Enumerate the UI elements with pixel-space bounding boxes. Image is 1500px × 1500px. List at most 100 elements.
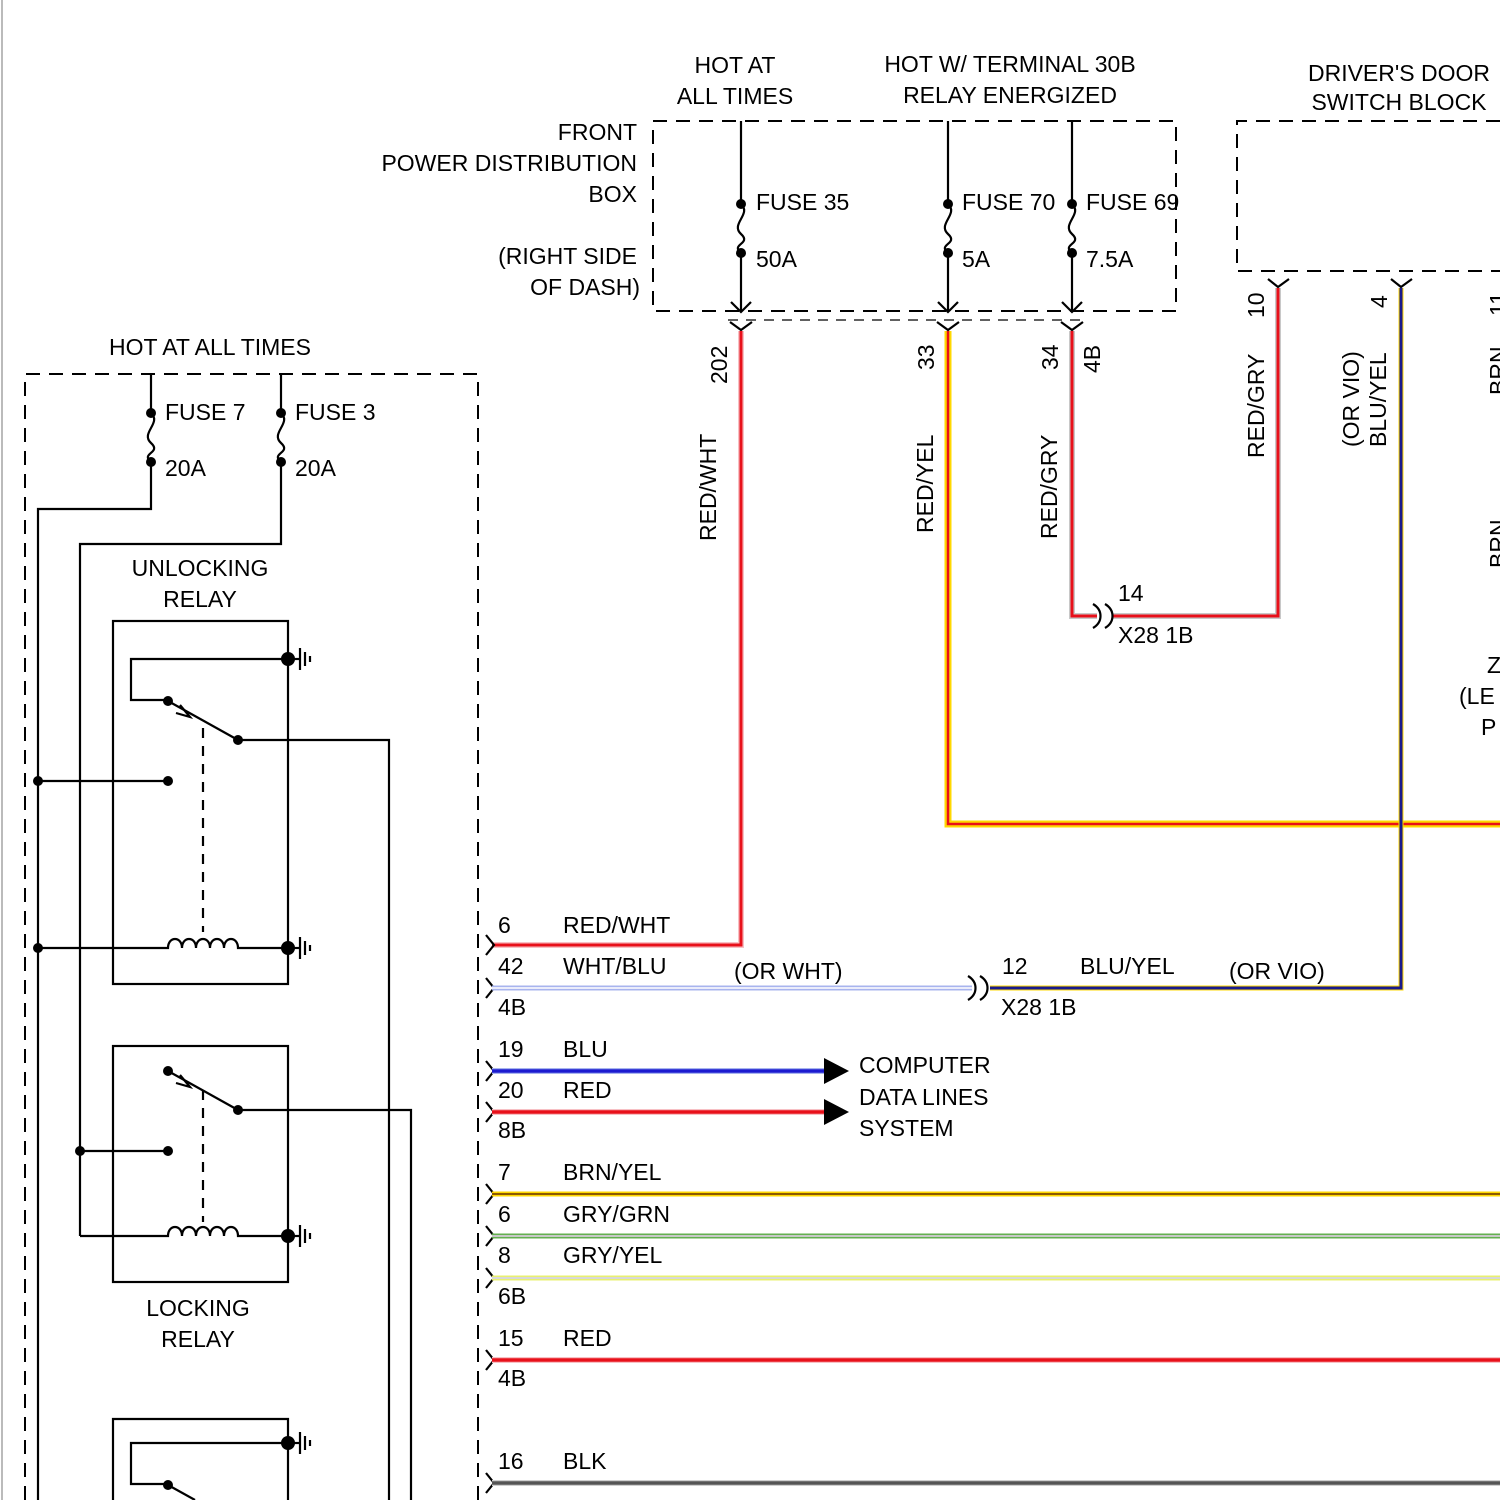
fpdb-label-line1: FRONT <box>558 119 637 145</box>
wire-red-wht-202: RED/WHT <box>492 331 741 945</box>
fuse-symbol-icon <box>738 204 744 253</box>
wire-red-yel-33: RED/YEL <box>912 331 1500 824</box>
row-connector-4b-a: 4B <box>498 994 526 1020</box>
row-pin-7: 7 <box>498 1159 511 1185</box>
arrow-right-icon <box>824 1099 849 1125</box>
computer-data-lines-line3: SYSTEM <box>859 1115 954 1141</box>
fuse-35-name: FUSE 35 <box>756 189 849 215</box>
computer-data-lines-line1: COMPUTER <box>859 1052 991 1078</box>
fuse-3-name: FUSE 3 <box>295 399 376 425</box>
wire-202-label: RED/WHT <box>695 434 721 541</box>
fuse-symbol-icon <box>945 204 951 253</box>
x28-lower-wire: BLU/YEL <box>1080 953 1175 979</box>
hot-at-all-times-line1: HOT AT <box>695 52 776 78</box>
pin-34: 34 <box>1037 344 1063 370</box>
terminal-33-icon <box>937 322 959 330</box>
fuse-3: FUSE 3 20A <box>80 374 376 1236</box>
fuse-70-name: FUSE 70 <box>962 189 1055 215</box>
fuse-symbol-icon <box>1069 204 1075 253</box>
fuse-69-name: FUSE 69 <box>1086 189 1179 215</box>
terminal-34-icon <box>1061 322 1083 330</box>
row-pin-15: 15 <box>498 1325 524 1351</box>
unlocking-relay-label-line2: RELAY <box>163 586 237 612</box>
row-pin-20: 20 <box>498 1077 524 1103</box>
unlocking-relay-box <box>113 621 288 984</box>
hot-w-terminal-line2: RELAY ENERGIZED <box>903 82 1117 108</box>
row-connector-4b-b: 4B <box>498 1365 526 1391</box>
hot-at-all-times-line2: ALL TIMES <box>677 83 793 109</box>
fpdb-connector-4b: 4B <box>1079 345 1105 373</box>
unlocking-relay: UNLOCKING RELAY <box>33 555 389 1500</box>
row-color-red-wht: RED/WHT <box>563 912 670 938</box>
row-alt-or-wht: (OR WHT) <box>734 958 843 984</box>
relay-coil-icon <box>38 939 288 948</box>
ddsb-wire-brn-upper: BRN <box>1485 346 1500 395</box>
wire-33-label: RED/YEL <box>912 434 938 533</box>
locking-relay-box <box>113 1046 288 1282</box>
ddsb-partial-label-3: P <box>1481 714 1496 740</box>
wire-4-alt-label: (OR VIO) <box>1338 351 1364 447</box>
unlocking-relay-label-line1: UNLOCKING <box>132 555 269 581</box>
arrow-right-icon <box>824 1058 849 1084</box>
fuse-35-rating: 50A <box>756 246 798 272</box>
locking-relay-label-line1: LOCKING <box>146 1295 250 1321</box>
left-hot-label: HOT AT ALL TIMES <box>109 334 311 360</box>
ground-icon <box>288 937 310 959</box>
row-color-blk: BLK <box>563 1448 607 1474</box>
third-relay-partial <box>113 1419 310 1500</box>
fpdb-location-line2: OF DASH) <box>530 274 640 300</box>
terminal-202-icon <box>730 322 752 330</box>
fuse-7-rating: 20A <box>165 455 207 481</box>
connector-icon <box>1105 604 1113 628</box>
fuse-symbol-icon <box>278 413 284 462</box>
ddsb-wire-brn-lower: BRN <box>1485 519 1500 568</box>
x28-upper-pin: 14 <box>1118 580 1144 606</box>
x28-lower-pin: 12 <box>1002 953 1028 979</box>
row-color-blu: BLU <box>563 1036 608 1062</box>
ddsb-label-line1: DRIVER'S DOOR <box>1308 60 1490 86</box>
row-color-wht-blu: WHT/BLU <box>563 953 667 979</box>
fpdb-location-line1: (RIGHT SIDE <box>498 243 637 269</box>
locking-relay: LOCKING RELAY <box>75 1046 411 1500</box>
x28-lower-connector-name: X28 1B <box>1001 994 1076 1020</box>
ddsb-pin-10: 10 <box>1243 292 1269 318</box>
front-power-distribution-box: FRONT POWER DISTRIBUTION BOX (RIGHT SIDE… <box>381 51 1179 384</box>
fpdb-label-line3: BOX <box>588 181 637 207</box>
relay-coil-icon <box>80 1227 288 1236</box>
ddsb-pin-4: 4 <box>1366 295 1392 308</box>
row-pin-6a: 6 <box>498 912 511 938</box>
pin-33: 33 <box>913 344 939 370</box>
x28-upper-connector-name: X28 1B <box>1118 622 1193 648</box>
hot-w-terminal-line1: HOT W/ TERMINAL 30B <box>884 51 1135 77</box>
ground-icon <box>288 1432 310 1454</box>
wire-red-20 <box>492 1099 849 1125</box>
row-pin-6b: 6 <box>498 1201 511 1227</box>
ground-icon <box>288 1225 310 1247</box>
row-color-gry-yel: GRY/YEL <box>563 1242 662 1268</box>
fuse-70: FUSE 70 5A <box>938 121 1055 312</box>
row-color-red-20: RED <box>563 1077 612 1103</box>
wire-red-gry-10: RED/GRY <box>1112 288 1278 616</box>
ddsb-outline <box>1237 121 1500 271</box>
wire-blu-yel-4: (OR VIO) BLU/YEL <box>990 288 1401 988</box>
wire-10-label: RED/GRY <box>1243 354 1269 458</box>
fpdb-outline <box>653 121 1176 311</box>
fuse-70-rating: 5A <box>962 246 991 272</box>
fuse-35: FUSE 35 50A <box>731 121 849 312</box>
ddsb-partial-label-1: Z <box>1487 652 1500 678</box>
terminal-4-icon <box>1391 279 1412 287</box>
wire-4-label: BLU/YEL <box>1365 352 1391 447</box>
row-color-red-15: RED <box>563 1325 612 1351</box>
terminal-10-icon <box>1268 279 1289 287</box>
fpdb-label-line2: POWER DISTRIBUTION <box>381 150 637 176</box>
x28-lower-alt: (OR VIO) <box>1229 958 1325 984</box>
fuse-69: FUSE 69 7.5A <box>1062 121 1179 312</box>
row-pin-16: 16 <box>498 1448 524 1474</box>
locking-relay-label-line2: RELAY <box>161 1326 235 1352</box>
row-pin-8: 8 <box>498 1242 511 1268</box>
wire-blu-19 <box>492 1058 849 1084</box>
row-pin-42: 42 <box>498 953 524 979</box>
wire-34-label: RED/GRY <box>1036 435 1062 539</box>
ddsb-partial-label-2: (LE <box>1459 683 1495 709</box>
